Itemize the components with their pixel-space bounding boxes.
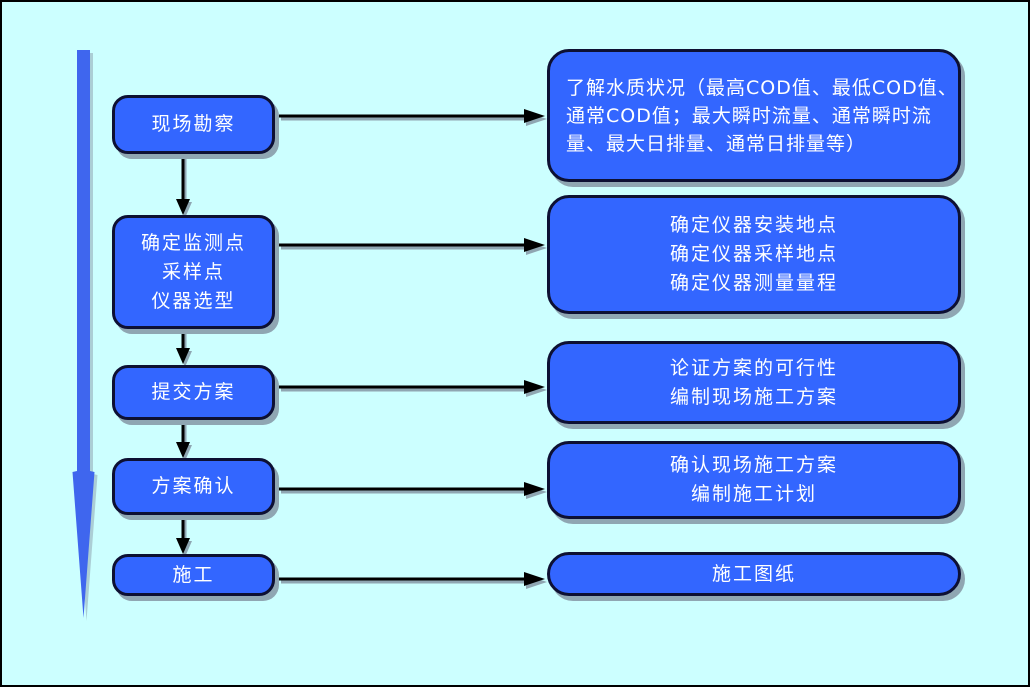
step-box-label: 现场勘察 (151, 113, 236, 135)
step-box-label: 采样点 (161, 260, 225, 283)
connector-arrow-5-icon (279, 572, 547, 589)
detail-box-construction-plan: 确认现场施工方案 编制施工计划 (547, 441, 961, 519)
step-arrow-2-icon (176, 329, 192, 367)
detail-box-water-quality: 了解水质状况（最高COD值、最低COD值、 通常COD值；最大瞬时流量、通常瞬时… (547, 49, 961, 182)
step-box-submit-plan: 提交方案 (112, 365, 275, 420)
step-box-label: 确定监测点 (140, 231, 246, 254)
detail-line: 量、最大日排量、通常日排量等） (566, 132, 867, 155)
detail-box-instrument-setup: 确定仪器安装地点 确定仪器采样地点 确定仪器测量量程 (547, 195, 961, 314)
detail-box-construction-drawings: 施工图纸 (547, 552, 961, 596)
detail-line: 施工图纸 (711, 562, 796, 585)
connector-arrow-4-icon (279, 482, 547, 499)
connector-arrow-1-icon (279, 109, 547, 126)
step-arrow-1-icon (176, 154, 192, 218)
step-box-plan-confirm: 方案确认 (112, 458, 275, 515)
step-box-label: 施工 (172, 563, 215, 586)
step-box-construction: 施工 (112, 554, 275, 596)
connector-arrow-2-icon (279, 238, 547, 255)
detail-line: 确定仪器安装地点 (669, 214, 838, 236)
detail-line: 了解水质状况（最高COD值、最低COD值、 (566, 76, 958, 99)
step-box-label: 提交方案 (151, 381, 236, 403)
detail-line: 论证方案的可行性 (669, 356, 838, 379)
detail-line: 编制施工计划 (690, 483, 817, 505)
detail-line: 编制现场施工方案 (669, 385, 838, 408)
step-box-label: 方案确认 (151, 475, 236, 497)
step-arrow-4-icon (176, 515, 192, 557)
detail-line: 确定仪器采样地点 (669, 243, 838, 265)
detail-line: 确定仪器测量量程 (669, 272, 838, 294)
connector-arrow-3-icon (279, 380, 547, 397)
detail-line: 确认现场施工方案 (669, 454, 838, 476)
timeline-down-arrow-icon (72, 50, 98, 621)
detail-line: 通常COD值；最大瞬时流量、通常瞬时流 (566, 104, 932, 127)
step-box-label: 仪器选型 (151, 289, 236, 312)
step-arrow-3-icon (176, 420, 192, 461)
step-box-determine-points: 确定监测点 采样点 仪器选型 (112, 215, 275, 329)
step-box-site-survey: 现场勘察 (112, 95, 275, 154)
detail-box-plan-feasibility: 论证方案的可行性 编制现场施工方案 (547, 341, 961, 424)
